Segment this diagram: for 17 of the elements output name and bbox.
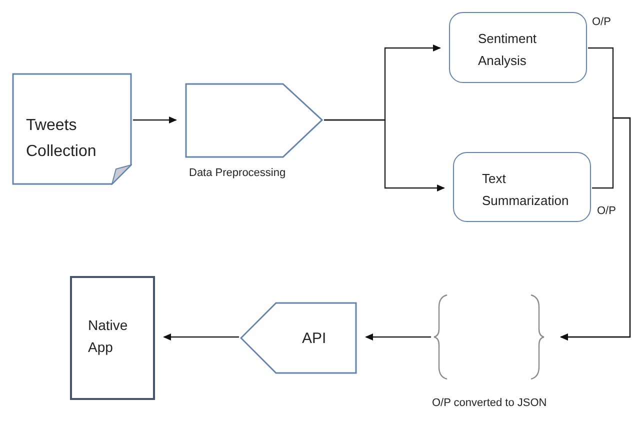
output-label: O/P xyxy=(597,204,616,219)
arrow xyxy=(365,334,431,340)
node-label: Sentiment Analysis xyxy=(478,30,538,70)
node-label: Text Summarization xyxy=(482,170,570,210)
arrow xyxy=(163,334,239,340)
node-caption: O/P converted to JSON xyxy=(432,396,548,411)
node-label: API xyxy=(302,329,326,349)
node-label: Tweets Collection xyxy=(26,116,98,162)
app-box xyxy=(70,276,155,400)
output-label: O/P xyxy=(592,15,611,30)
arrow xyxy=(324,119,445,192)
arrow xyxy=(133,116,177,124)
process-box xyxy=(449,12,587,83)
node-label: Native App xyxy=(88,316,129,357)
node-caption: Data Preprocessing xyxy=(189,166,286,181)
arrow xyxy=(560,117,631,340)
process-box xyxy=(453,152,591,222)
